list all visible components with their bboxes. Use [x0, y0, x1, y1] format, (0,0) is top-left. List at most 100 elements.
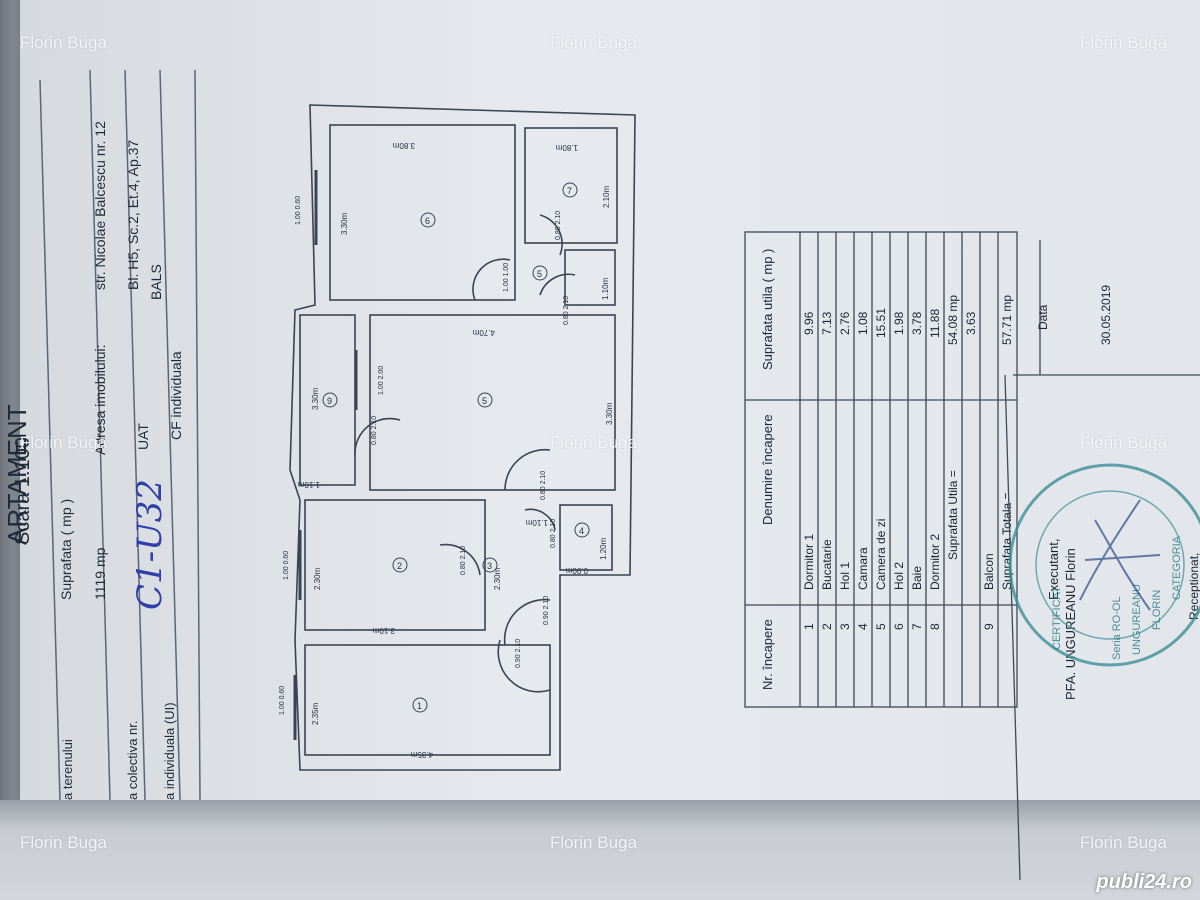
- room-number: 7: [567, 186, 572, 196]
- dimension-label: 3.30m: [340, 212, 349, 235]
- door-label: 0.90 2.10: [515, 639, 522, 668]
- table-cell: 3.78: [910, 311, 924, 335]
- room-number: 6: [425, 216, 430, 226]
- watermark: Florin Buga: [20, 433, 107, 452]
- dimension-label: 1.10m: [601, 277, 610, 300]
- door-label: 0.80 2.10: [563, 296, 570, 325]
- dimension-label: 1.10m: [525, 518, 548, 527]
- table-cell: Bucatarie: [820, 539, 834, 590]
- table-cell: 7.13: [820, 311, 834, 335]
- table-cell: 1.08: [856, 311, 870, 335]
- date-label: Data: [1036, 304, 1050, 330]
- table-cell: 4: [856, 623, 870, 630]
- dimension-label: 2.30m: [493, 567, 502, 590]
- window-label: 1.00 0.60: [283, 551, 290, 580]
- table-cell: Hol 2: [892, 562, 906, 590]
- table-cell: 2.76: [838, 311, 852, 335]
- table-cell: 7: [910, 623, 924, 630]
- table-cell: 9.96: [802, 311, 816, 335]
- table-cell: Dormitor 2: [928, 534, 942, 590]
- dimension-label: 1.80m: [555, 143, 578, 152]
- col-header-nr: Nr. încapere: [760, 619, 775, 690]
- table-cell: 3: [838, 623, 852, 630]
- table-cell: 8: [928, 623, 942, 630]
- table-cell: 15.51: [874, 308, 888, 338]
- door-label: 0.90 2.10: [543, 596, 550, 625]
- room-number: 1: [417, 701, 422, 711]
- dimension-label: 3.30m: [605, 402, 614, 425]
- paper-sheet: [20, 0, 1200, 805]
- table-cell: Camera de zi: [874, 519, 888, 590]
- stamp-seal: CERTIFICAT Seria RO-OL UNGUREANU FLORIN …: [1008, 463, 1200, 667]
- room-number: 9: [327, 396, 332, 406]
- stamp-text: Seria RO-OL: [1111, 596, 1123, 660]
- watermark: Florin Buga: [550, 433, 637, 452]
- window-label: 1.00 2.00: [378, 366, 385, 395]
- dimension-label: 2.30m: [313, 567, 322, 590]
- door-label: 0.80 2.10: [460, 546, 467, 575]
- util-total-label: Suprafata Utila =: [946, 470, 960, 560]
- col-header-area: Suprafata utila ( mp ): [760, 249, 775, 370]
- table-cell: 1.98: [892, 311, 906, 335]
- util-total-value: 54.08 mp: [946, 295, 960, 345]
- table-cell: 3.63: [964, 311, 978, 335]
- stamp-text: FLORIN: [1151, 590, 1163, 630]
- room-number: 3: [487, 561, 492, 571]
- table-cell: Camara: [856, 547, 870, 590]
- room-number: 2: [397, 561, 402, 571]
- watermark: Florin Buga: [1080, 433, 1167, 452]
- table-cell: Balcon: [982, 553, 996, 590]
- dimension-label: 4.70m: [472, 328, 495, 337]
- room-number: 5: [537, 269, 542, 279]
- door-label: 0.80 2.10: [555, 211, 562, 240]
- door-label: 0.80 2.10: [550, 519, 557, 548]
- dimension-label: 3.80m: [392, 141, 415, 150]
- date-value: 30.05.2019: [1099, 285, 1113, 345]
- room-number: 5: [482, 396, 487, 406]
- table-cell: 1: [802, 623, 816, 630]
- table-cell: Dormitor 1: [802, 534, 816, 590]
- executant-name: PFA. UNGUREANU Florin: [1063, 548, 1078, 700]
- watermark: Florin Buga: [550, 33, 637, 52]
- watermark: Florin Buga: [550, 833, 637, 852]
- grand-total-value: 57.71 mp: [1000, 295, 1014, 345]
- window-label: 1.00 0.60: [279, 686, 286, 715]
- dimension-label: 1.10m: [297, 480, 320, 489]
- dimension-label: 3.30m: [311, 387, 320, 410]
- door-label: 0.80 2.10: [371, 416, 378, 445]
- watermark: Florin Buga: [20, 33, 107, 52]
- table-cell: 2: [820, 623, 834, 630]
- dimension-label: 3.10m: [372, 626, 395, 635]
- window-label: 1.00 1.00: [503, 263, 510, 292]
- dimension-label: 0.90m: [565, 566, 588, 575]
- table-cell: 9: [982, 623, 996, 630]
- stamp-text: UNGUREANU: [1131, 584, 1143, 655]
- col-header-name: Denumire încapere: [760, 414, 775, 525]
- watermark: Florin Buga: [20, 833, 107, 852]
- watermark: Florin Buga: [1080, 833, 1167, 852]
- table-cell: Hol 1: [838, 562, 852, 590]
- receptionat-label: Receptionat,: [1187, 553, 1200, 620]
- executant-label: Executant,: [1046, 539, 1061, 600]
- window-label: 1.00 0.60: [295, 196, 302, 225]
- dimension-label: 1.20m: [599, 537, 608, 560]
- stamp-text: CATEGORIA: [1171, 535, 1183, 600]
- table-cell: 6: [892, 623, 906, 630]
- door-label: 0.80 2.10: [540, 471, 547, 500]
- dimension-label: 2.35m: [311, 702, 320, 725]
- watermark: Florin Buga: [1080, 33, 1167, 52]
- lower-page-edge: [0, 800, 1200, 900]
- table-cell: Baie: [910, 566, 924, 590]
- table-cell: 11.88: [928, 309, 942, 338]
- brand-logo: publi24.ro: [1096, 871, 1192, 893]
- room-number: 4: [579, 526, 584, 536]
- stamp-text: CERTIFICAT: [1051, 586, 1063, 650]
- dimension-label: 2.10m: [602, 185, 611, 208]
- dimension-label: 4.35m: [410, 750, 433, 759]
- table-cell: 5: [874, 623, 888, 630]
